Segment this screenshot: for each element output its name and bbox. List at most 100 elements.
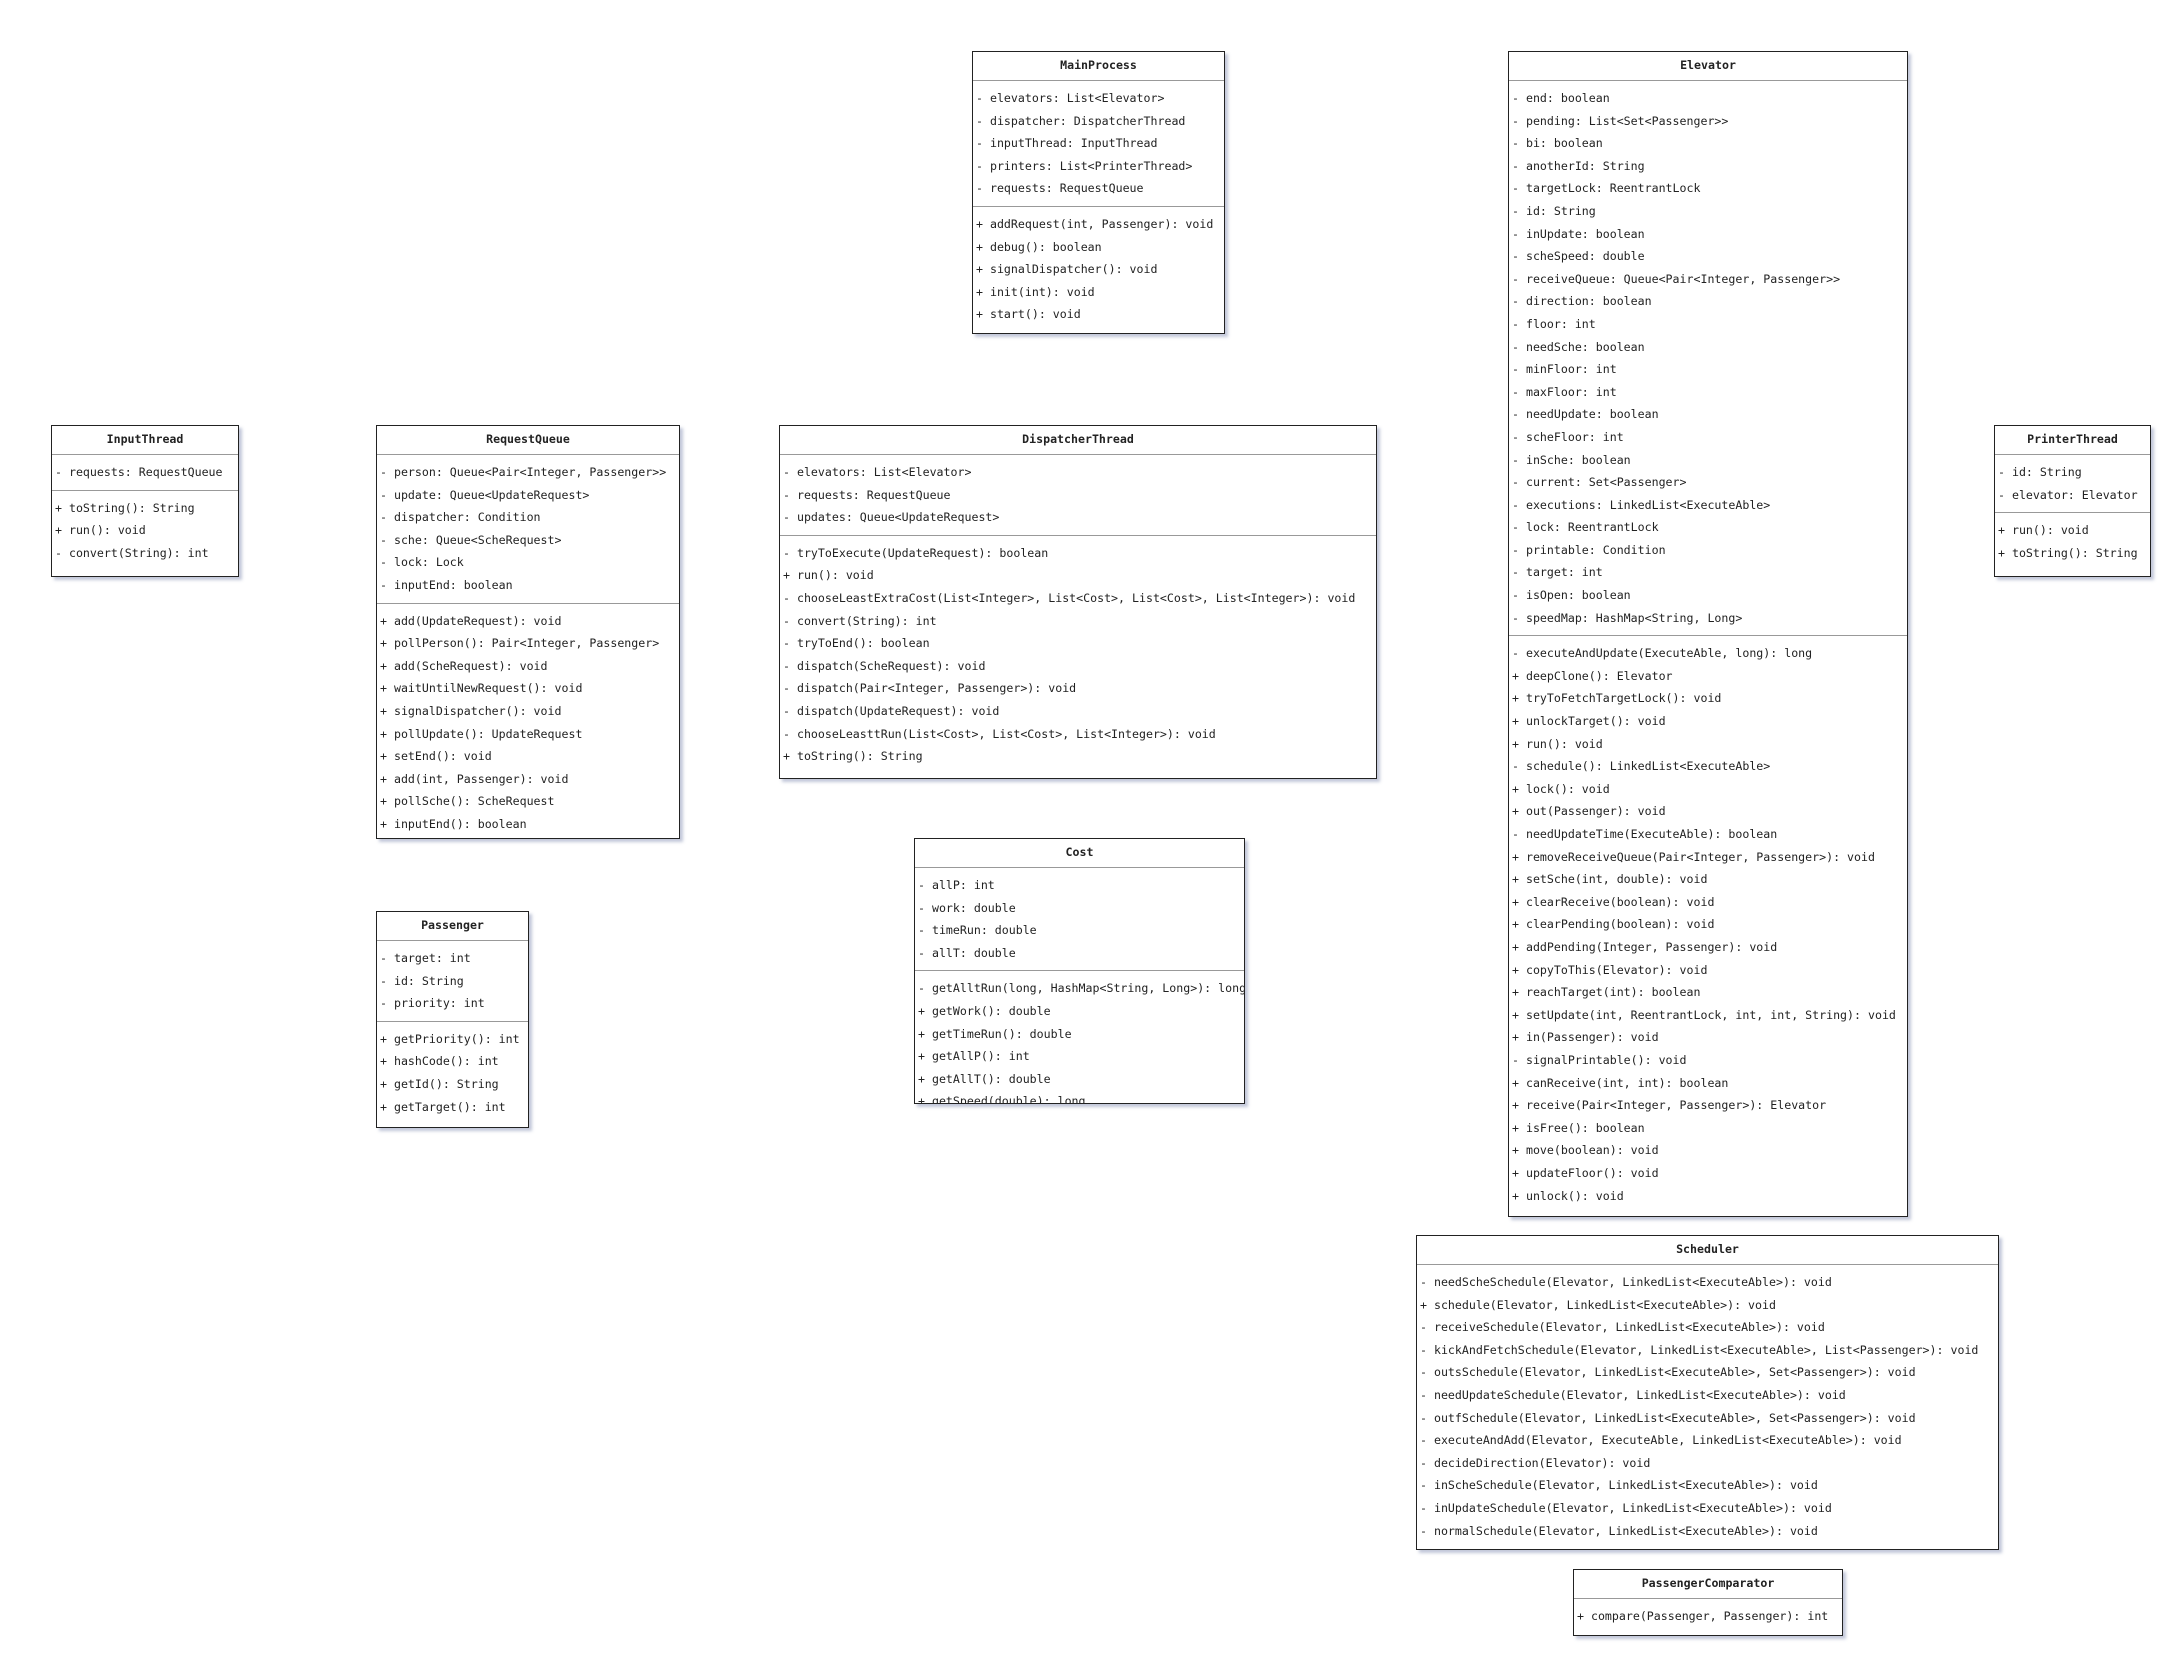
method: + run(): void: [1512, 736, 1603, 751]
methods-section: - tryToExecute(UpdateRequest): boolean+ …: [780, 534, 1376, 774]
method: + unlock(): void: [1512, 1188, 1624, 1203]
attribute: - receiveQueue: Queue<Pair<Integer, Pass…: [1512, 271, 1841, 286]
methods-section: + toString(): String+ run(): void- conve…: [52, 489, 238, 571]
method: + add(UpdateRequest): void: [380, 613, 562, 628]
method: + run(): void: [783, 568, 874, 583]
method: + pollSche(): ScheRequest: [380, 794, 555, 809]
attribute: - inSche: boolean: [1512, 452, 1631, 467]
attribute: - lock: Lock: [380, 555, 464, 570]
method: + getSpeed(double): long: [918, 1094, 1086, 1104]
methods-section: + add(UpdateRequest): void + pollPerson()…: [377, 602, 679, 838]
method: - dispatch(Pair<Integer, Passenger>): vo…: [783, 681, 1077, 696]
attribute: - requests: RequestQueue: [55, 465, 223, 479]
method: + addPending(Integer, Passenger): void: [1512, 939, 1778, 954]
method: + clearReceive(boolean): void: [1512, 894, 1715, 909]
attribute: - elevators: List<Elevator>: [783, 465, 972, 479]
attributes-section: - id: String- elevator: Elevator: [1995, 455, 2150, 512]
method: + waitUntilNewRequest(): void: [380, 681, 583, 696]
methods-section: + run(): void+ toString(): String: [1995, 512, 2150, 570]
attribute: - person: Queue<Pair<Integer, Passenger>…: [380, 465, 667, 479]
class-box-inputthread[interactable]: InputThread- requests: RequestQueue+ toS…: [51, 425, 239, 577]
attribute: - allP: int: [918, 878, 995, 892]
attribute: - executions: LinkedList<ExecuteAble>: [1512, 497, 1771, 512]
method: - needUpdateSchedule(Elevator, LinkedLis…: [1420, 1387, 1846, 1402]
class-name: Passenger: [377, 912, 528, 941]
attributes-section: - elevators: List<Elevator>- dispatcher:…: [973, 81, 1224, 206]
method: + isFree(): boolean: [1512, 1120, 1645, 1135]
attribute: - inputEnd: boolean: [380, 577, 513, 592]
method: + getWork(): double: [918, 1003, 1051, 1018]
attribute: - pending: List<Set<Passenger>>: [1512, 113, 1729, 128]
method: + updateFloor(): void: [1512, 1165, 1659, 1180]
method: + getAllP(): int: [918, 1049, 1030, 1064]
attribute: - target: int: [1512, 565, 1603, 580]
attribute: - lock: ReentrantLock: [1512, 520, 1659, 535]
method: + reachTarget(int): boolean: [1512, 985, 1701, 1000]
class-box-scheduler[interactable]: Scheduler- needScheSchedule(Elevator, Li…: [1416, 1235, 1999, 1550]
class-name: PassengerComparator: [1574, 1570, 1842, 1599]
method: - kickAndFetchSchedule(Elevator, LinkedL…: [1420, 1342, 1979, 1357]
method: - signalPrintable(): void: [1512, 1052, 1687, 1067]
attribute: - inputThread: InputThread: [976, 136, 1158, 151]
method: + signalDispatcher(): void: [976, 262, 1158, 277]
method: + pollUpdate(): UpdateRequest: [380, 726, 583, 741]
class-name: RequestQueue: [377, 426, 679, 455]
method: - normalSchedule(Elevator, LinkedList<Ex…: [1420, 1523, 1818, 1538]
class-box-cost[interactable]: Cost- allP: int- work: double- timeRun: …: [914, 838, 1245, 1104]
class-box-requestqueue[interactable]: RequestQueue - person: Queue<Pair<Integer…: [376, 425, 680, 839]
method: + move(boolean): void: [1512, 1143, 1659, 1158]
method: - convert(String): int: [55, 545, 209, 560]
attribute: - target: int: [380, 951, 471, 965]
class-box-passengercomparator[interactable]: PassengerComparator+ compare(Passenger, …: [1573, 1569, 1843, 1636]
methods-section: - executeAndUpdate(ExecuteAble, long): l…: [1509, 635, 1907, 1213]
method: + pollPerson(): Pair<Integer, Passenger>: [380, 636, 660, 651]
attribute: - floor: int: [1512, 316, 1596, 331]
method: + out(Passenger): void: [1512, 804, 1666, 819]
class-box-passenger[interactable]: Passenger- target: int- id: String- prio…: [376, 911, 529, 1128]
attribute: - anotherId: String: [1512, 158, 1645, 173]
method: + removeReceiveQueue(Pair<Integer, Passe…: [1512, 849, 1875, 864]
class-name: Cost: [915, 839, 1244, 868]
attribute: - update: Queue<UpdateRequest>: [380, 487, 590, 502]
attribute: - needSche: boolean: [1512, 339, 1645, 354]
attribute: - isOpen: boolean: [1512, 588, 1631, 603]
attribute: - inUpdate: boolean: [1512, 226, 1645, 241]
method: + getTarget(): int: [380, 1099, 506, 1114]
attribute: - requests: RequestQueue: [783, 487, 951, 502]
attribute: - work: double: [918, 900, 1016, 915]
methods-section: + addRequest(int, Passenger): void+ debu…: [973, 205, 1224, 332]
class-name: PrinterThread: [1995, 426, 2150, 455]
attributes-section: - end: boolean - pending: List<Set<Passen…: [1509, 81, 1907, 635]
attribute: - maxFloor: int: [1512, 384, 1617, 399]
method: + schedule(Elevator, LinkedList<ExecuteA…: [1420, 1297, 1776, 1312]
method: + init(int): void: [976, 284, 1095, 299]
class-box-elevator[interactable]: Elevator- end: boolean- pending: List<Se…: [1508, 51, 1908, 1217]
method: + getId(): String: [380, 1076, 499, 1091]
attribute: - scheFloor: int: [1512, 429, 1624, 444]
method: - executeAndAdd(Elevator, ExecuteAble, L…: [1420, 1433, 1902, 1448]
method: - dispatch(ScheRequest): void: [783, 658, 986, 673]
method: - outsSchedule(Elevator, LinkedList<Exec…: [1420, 1365, 1916, 1380]
methods-section: + getPriority(): int+ hashCode(): int+ g…: [377, 1020, 528, 1124]
method: - executeAndUpdate(ExecuteAble, long): l…: [1512, 646, 1813, 661]
method: + toString(): String: [783, 749, 923, 764]
attribute: - speedMap: HashMap<String, Long>: [1512, 610, 1743, 625]
method: + canReceive(int, int): boolean: [1512, 1075, 1729, 1090]
method: + clearPending(boolean): void: [1512, 917, 1715, 932]
methods-section: - getAlltRun(long, HashMap<String, Long>…: [915, 970, 1244, 1104]
class-box-dispatcherthread[interactable]: DispatcherThread- elevators: List<Elevat…: [779, 425, 1377, 779]
attribute: - updates: Queue<UpdateRequest>: [783, 510, 1000, 525]
method: + run(): void: [55, 523, 146, 538]
attribute: - elevators: List<Elevator>: [976, 91, 1165, 105]
class-name: Scheduler: [1417, 1236, 1998, 1265]
class-box-mainprocess[interactable]: MainProcess- elevators: List<Elevator>- …: [972, 51, 1225, 334]
attribute: - end: boolean: [1512, 91, 1610, 105]
class-box-printerthread[interactable]: PrinterThread- id: String- elevator: Ele…: [1994, 425, 2151, 577]
method: - inUpdateSchedule(Elevator, LinkedList<…: [1420, 1500, 1832, 1515]
method: + unlockTarget(): void: [1512, 714, 1666, 729]
attributes-section: - target: int- id: String- priority: int: [377, 941, 528, 1021]
method: + hashCode(): int: [380, 1054, 499, 1069]
methods-section: + compare(Passenger, Passenger): int: [1574, 1599, 1842, 1634]
method: + run(): void: [1998, 523, 2089, 538]
attribute: - elevator: Elevator: [1998, 487, 2138, 502]
